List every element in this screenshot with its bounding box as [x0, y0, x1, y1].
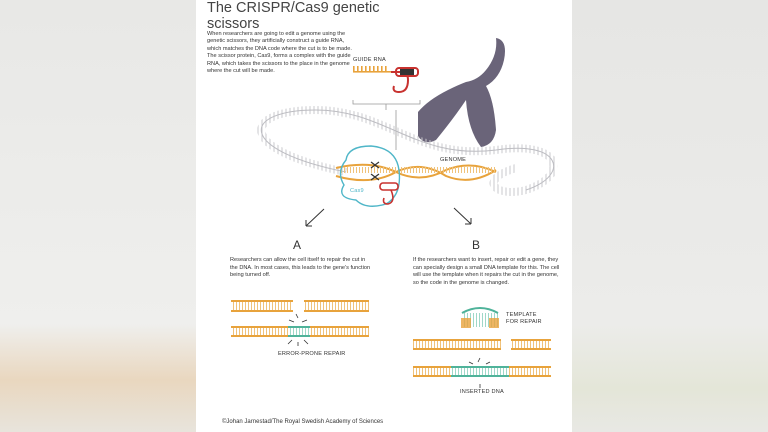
- template-label-2: FOR REPAIR: [506, 319, 542, 325]
- error-prone-repair-label: ERROR-PRONE REPAIR: [278, 351, 346, 357]
- cut-dna-a: [231, 300, 369, 346]
- cas9-label: Cas9: [350, 188, 364, 194]
- guide-rna-icon: [353, 66, 419, 94]
- cut-dna-b: [413, 339, 551, 388]
- repair-template-icon: [461, 307, 499, 328]
- guide-rna-label: GUIDE RNA: [353, 57, 386, 63]
- cas9-protein-icon: [339, 145, 401, 207]
- genome-label: GENOME: [440, 157, 467, 163]
- inserted-dna-label: INSERTED DNA: [460, 389, 504, 395]
- option-b-text: If the researchers want to insert, repai…: [413, 257, 560, 286]
- option-a-letter: A: [293, 238, 302, 252]
- diagram-graphics: [231, 38, 558, 388]
- arrow-a-icon: [305, 208, 325, 227]
- intro-text: When researchers are going to edit a gen…: [207, 31, 352, 75]
- arrow-b-icon: [453, 207, 472, 225]
- background-left: [0, 0, 196, 432]
- option-a-text: Researchers can allow the cell itself to…: [230, 257, 371, 279]
- background-right: [572, 0, 768, 432]
- template-label: TEMPLATE: [506, 312, 537, 318]
- chromosome-icon: [418, 38, 505, 147]
- genome-dna-loop: [257, 105, 558, 196]
- infographic-panel: The CRISPR/Cas9 genetic scissors When re…: [196, 0, 572, 432]
- page-title: The CRISPR/Cas9 genetic scissors: [207, 0, 380, 32]
- option-b-letter: B: [472, 238, 481, 252]
- credit-footer: ©Johan Jarnestad/The Royal Swedish Acade…: [222, 419, 384, 425]
